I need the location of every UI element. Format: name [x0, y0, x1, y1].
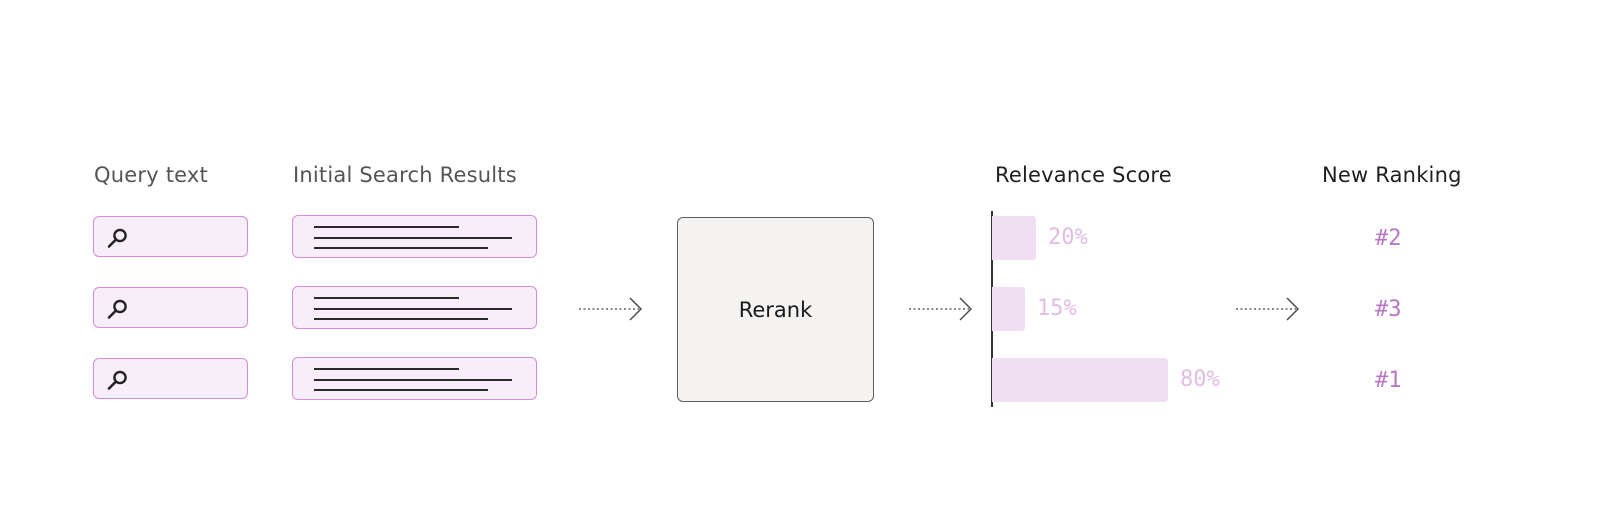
text-line	[314, 389, 488, 391]
search-result-box	[292, 215, 537, 258]
rerank-box: Rerank	[677, 217, 874, 402]
search-result-box	[292, 286, 537, 329]
text-line	[314, 297, 459, 299]
query-box	[93, 216, 248, 257]
score-bar	[992, 216, 1036, 260]
text-line	[314, 237, 512, 239]
rank-label: #3	[1375, 297, 1402, 322]
text-line	[314, 368, 459, 370]
query-box	[93, 287, 248, 328]
score-label: 15%	[1037, 296, 1077, 321]
search-icon	[107, 299, 127, 319]
dotted-arrow-icon	[1236, 297, 1299, 321]
score-axis	[991, 211, 993, 407]
query-text-heading: Query text	[94, 163, 208, 187]
text-line	[314, 308, 512, 310]
search-result-box	[292, 357, 537, 400]
rank-label: #1	[1375, 368, 1402, 393]
relevance-score-heading: Relevance Score	[995, 163, 1172, 187]
dotted-arrow-icon	[579, 297, 642, 321]
score-bar	[992, 358, 1168, 402]
query-box	[93, 358, 248, 399]
text-line	[314, 226, 459, 228]
score-label: 20%	[1048, 225, 1088, 250]
dotted-arrow-icon	[909, 297, 972, 321]
search-icon	[107, 228, 127, 248]
search-icon	[107, 370, 127, 390]
initial-search-results-heading: Initial Search Results	[293, 163, 517, 187]
text-line	[314, 379, 512, 381]
score-bar	[992, 287, 1025, 331]
new-ranking-heading: New Ranking	[1322, 163, 1462, 187]
rank-label: #2	[1375, 226, 1402, 251]
text-line	[314, 318, 488, 320]
score-label: 80%	[1180, 367, 1220, 392]
rerank-label: Rerank	[738, 297, 813, 322]
text-line	[314, 247, 488, 249]
